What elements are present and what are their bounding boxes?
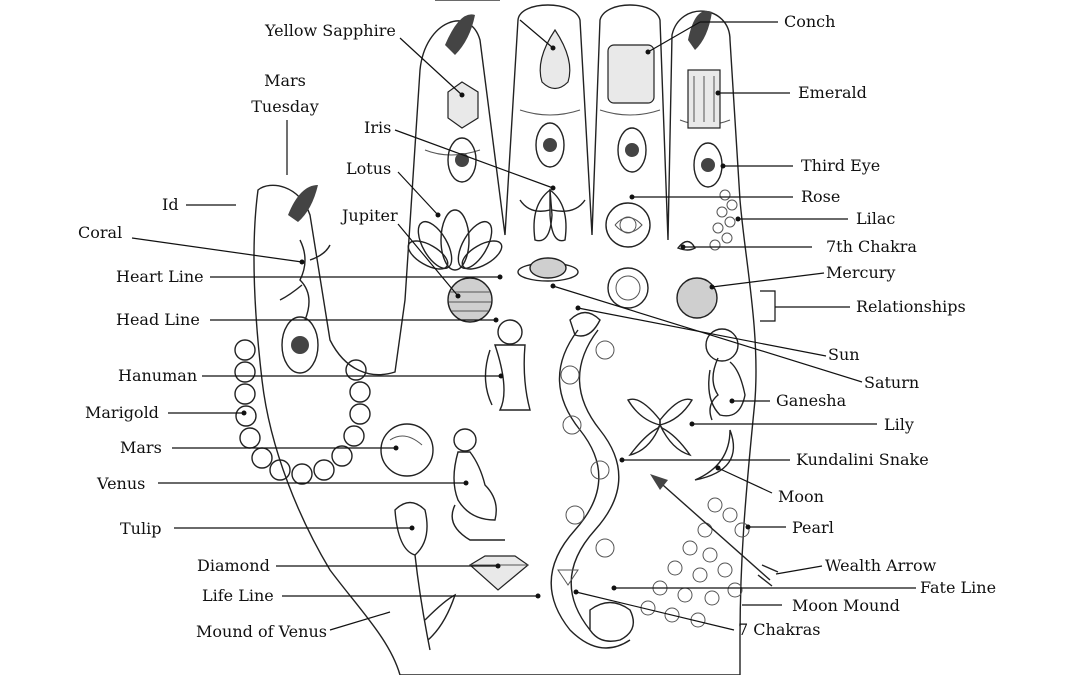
eye-middle bbox=[535, 122, 565, 168]
label-third-eye: Third Eye bbox=[801, 156, 881, 175]
label-jupiter: Jupiter bbox=[342, 206, 398, 225]
label-saturn: Saturn bbox=[864, 373, 920, 392]
mars-planet bbox=[380, 423, 434, 477]
label-seven-chakras: 7 Chakras bbox=[738, 620, 821, 639]
shell-top-index bbox=[445, 14, 475, 55]
label-coral: Coral bbox=[78, 223, 123, 242]
venus-figure bbox=[451, 428, 505, 541]
label-iris: Iris bbox=[364, 118, 392, 137]
third-eye bbox=[693, 142, 723, 188]
label-fate-line: Fate Line bbox=[920, 578, 997, 597]
hanuman-figure bbox=[484, 319, 531, 411]
iris-flower bbox=[519, 188, 586, 242]
label-rose: Rose bbox=[801, 187, 841, 206]
label-seventh-chakra: 7th Chakra bbox=[826, 237, 917, 256]
ganesha-figure bbox=[705, 328, 746, 421]
leader-lines bbox=[131, 0, 916, 631]
label-life-line: Life Line bbox=[202, 586, 274, 605]
conch-shell bbox=[688, 10, 712, 50]
label-sun: Sun bbox=[828, 345, 860, 364]
lotus-flower bbox=[407, 209, 503, 271]
label-head-line: Head Line bbox=[116, 310, 200, 329]
eye-ring bbox=[617, 127, 647, 173]
mercury-planet bbox=[676, 277, 718, 319]
pear-gem bbox=[539, 28, 571, 90]
label-relationships: Relationships bbox=[856, 297, 966, 316]
coral-branch bbox=[279, 239, 331, 321]
label-heart-line: Heart Line bbox=[116, 267, 204, 286]
label-id: Id bbox=[162, 195, 179, 214]
label-yellow-sapphire: Yellow Sapphire bbox=[265, 21, 396, 40]
label-conch: Conch bbox=[784, 12, 836, 31]
rose-flower bbox=[605, 202, 651, 248]
label-mars: Mars bbox=[120, 438, 162, 457]
label-moon: Moon bbox=[778, 487, 824, 506]
label-kundalini-snake: Kundalini Snake bbox=[796, 450, 929, 469]
diamond-gem bbox=[468, 555, 529, 591]
label-diamond: Diamond bbox=[197, 556, 270, 575]
label-pearl: Pearl bbox=[792, 518, 834, 537]
tulip-flower bbox=[394, 501, 457, 651]
pearls bbox=[640, 497, 750, 628]
frog-figure bbox=[589, 601, 634, 642]
square-gem bbox=[607, 44, 655, 104]
moon-crescent bbox=[694, 429, 735, 481]
label-lotus: Lotus bbox=[346, 159, 392, 178]
label-marigold: Marigold bbox=[85, 403, 159, 422]
label-tulip: Tulip bbox=[120, 519, 162, 538]
sun-planet bbox=[607, 267, 649, 309]
label-hanuman: Hanuman bbox=[118, 366, 198, 385]
label-moon-mound: Moon Mound bbox=[792, 596, 900, 615]
saturn-planet bbox=[517, 257, 579, 282]
label-emerald: Emerald bbox=[798, 83, 867, 102]
chakra-symbols bbox=[557, 340, 615, 586]
kundalini-snake bbox=[550, 311, 631, 649]
label-tuesday: Tuesday bbox=[251, 97, 319, 116]
yellow-sapphire-gem bbox=[447, 81, 479, 129]
label-mars-planet-line1: Mars bbox=[264, 71, 306, 90]
label-ganesha: Ganesha bbox=[776, 391, 847, 410]
leader-dots bbox=[241, 45, 751, 599]
label-lily: Lily bbox=[884, 415, 914, 434]
wealth-arrow bbox=[650, 474, 779, 587]
seventh-chakra-symbol bbox=[676, 240, 696, 251]
eye-index bbox=[447, 137, 477, 183]
label-wealth-arrow: Wealth Arrow bbox=[825, 556, 937, 575]
label-mound-of-venus: Mound of Venus bbox=[196, 622, 327, 641]
lily-flower bbox=[626, 398, 694, 457]
jupiter-planet bbox=[447, 277, 493, 323]
thumb-shell bbox=[288, 185, 318, 222]
marigold-garland bbox=[234, 339, 371, 485]
eye-thumb bbox=[281, 316, 319, 374]
label-mercury: Mercury bbox=[826, 263, 896, 282]
lilac-flower bbox=[709, 189, 738, 251]
label-venus: Venus bbox=[97, 474, 146, 493]
label-lilac: Lilac bbox=[856, 209, 896, 228]
